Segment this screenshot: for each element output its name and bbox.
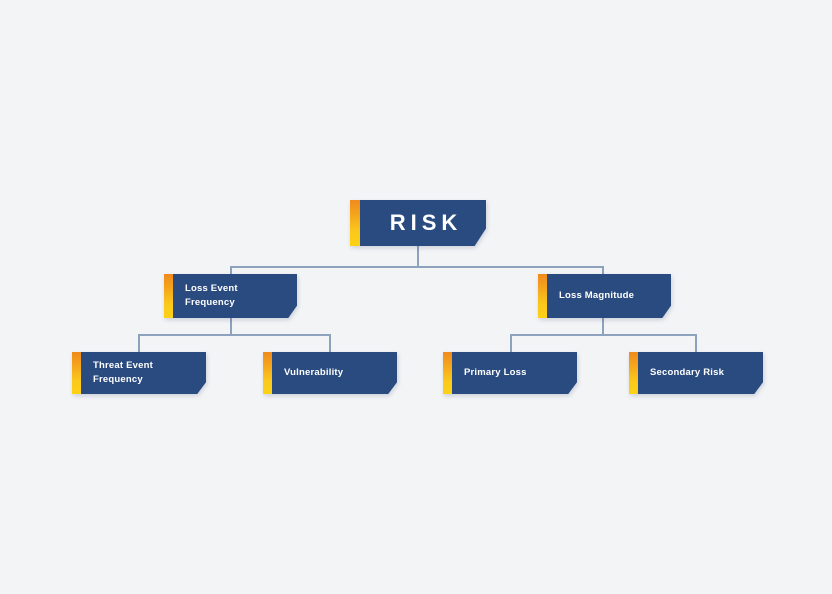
node-loss-magnitude-label: Loss Magnitude	[559, 290, 635, 302]
node-loss-magnitude-body: Loss Magnitude	[547, 274, 671, 318]
connector-drop-threat-event-frequency	[138, 334, 140, 354]
connector-level2-bus	[230, 266, 604, 268]
connector-drop-secondary-risk	[695, 334, 697, 354]
connector-lef-bus	[138, 334, 331, 336]
node-risk-label: RISK	[389, 210, 463, 236]
node-threat-event-frequency[interactable]: Threat Event Frequency	[72, 352, 206, 394]
node-primary-loss-label: Primary Loss	[464, 367, 527, 379]
accent-bar-icon	[72, 352, 81, 394]
node-risk-body: RISK	[360, 200, 486, 246]
accent-bar-icon	[443, 352, 452, 394]
node-loss-magnitude[interactable]: Loss Magnitude	[538, 274, 671, 318]
node-secondary-risk[interactable]: Secondary Risk	[629, 352, 763, 394]
connector-lef-stem	[230, 318, 232, 336]
connector-lm-bus	[510, 334, 697, 336]
node-vulnerability-body: Vulnerability	[272, 352, 397, 394]
node-threat-event-frequency-body: Threat Event Frequency	[81, 352, 206, 394]
connector-drop-primary-loss	[510, 334, 512, 354]
connector-risk-stem	[417, 246, 419, 268]
accent-bar-icon	[350, 200, 360, 246]
accent-bar-icon	[629, 352, 638, 394]
accent-bar-icon	[538, 274, 547, 318]
connector-drop-loss-magnitude	[602, 266, 604, 276]
node-secondary-risk-label: Secondary Risk	[650, 367, 725, 379]
node-loss-event-frequency[interactable]: Loss Event Frequency	[164, 274, 297, 318]
node-vulnerability-label: Vulnerability	[284, 367, 344, 379]
node-secondary-risk-body: Secondary Risk	[638, 352, 763, 394]
accent-bar-icon	[263, 352, 272, 394]
connector-drop-loss-event-frequency	[230, 266, 232, 276]
node-vulnerability[interactable]: Vulnerability	[263, 352, 397, 394]
node-threat-event-frequency-label: Threat Event Frequency	[93, 360, 153, 385]
node-risk[interactable]: RISK	[350, 200, 486, 246]
connector-drop-vulnerability	[329, 334, 331, 354]
node-primary-loss-body: Primary Loss	[452, 352, 577, 394]
node-loss-event-frequency-body: Loss Event Frequency	[173, 274, 297, 318]
connector-lm-stem	[602, 318, 604, 336]
accent-bar-icon	[164, 274, 173, 318]
node-loss-event-frequency-label: Loss Event Frequency	[185, 283, 238, 308]
node-primary-loss[interactable]: Primary Loss	[443, 352, 577, 394]
